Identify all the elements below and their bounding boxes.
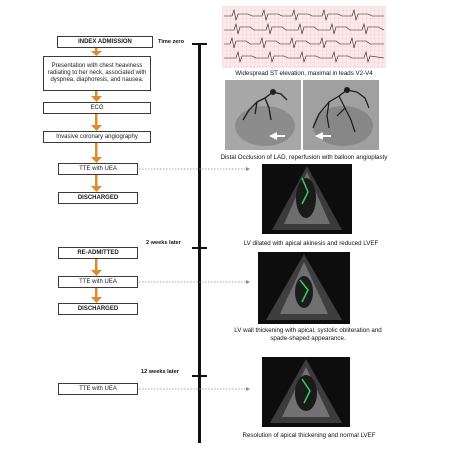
arrow-down-icon: [91, 259, 102, 276]
tte-box-1: TTE with UEA: [58, 163, 138, 175]
timeline-tick-t12w: [192, 375, 207, 377]
timeline-label-12-weeks: 12 weeks later: [141, 369, 179, 375]
angiography-image-reperfusion: [303, 80, 379, 150]
arrow-down-icon: [91, 48, 102, 56]
arrow-down-icon: [91, 91, 102, 102]
ecg-image: [222, 6, 386, 68]
tte-box-2: TTE with UEA: [58, 276, 138, 288]
arrow-down-icon: [91, 143, 102, 163]
discharged-box-1: DISCHARGED: [58, 192, 138, 204]
arrow-down-icon: [91, 288, 102, 303]
arrow-down-icon: [91, 114, 102, 131]
arrow-down-icon: [91, 175, 102, 192]
timeline-tick-t2w: [192, 247, 207, 249]
discharged-box-2: DISCHARGED: [58, 303, 138, 315]
echo-caption-1: LV dilated with apical akinesis and redu…: [243, 240, 379, 247]
angiography-image-occlusion: [225, 80, 301, 150]
angiography-box: Invasive coronary angiography: [43, 131, 151, 143]
angiography-caption: Distal Occlusion of LAD, reperfusion wit…: [220, 154, 388, 161]
echo-caption-3: Resolution of apical thickening and norm…: [242, 432, 376, 439]
echo-image-3: [262, 357, 350, 427]
echo-image-1: [262, 164, 352, 234]
timeline-label-2-weeks: 2 weeks later: [146, 240, 181, 246]
timeline-tick-t0: [192, 43, 207, 45]
tte-box-3: TTE with UEA: [58, 383, 138, 395]
timeline-label-time-zero: Time zero: [158, 39, 185, 45]
echo-image-2: [258, 252, 350, 324]
echo-caption-2: LV wall thickening with apical, systolic…: [234, 327, 382, 342]
readmitted-box: RE-ADMITTED: [58, 247, 138, 259]
ecg-caption: Widespread ST elevation, maximal in lead…: [235, 70, 373, 77]
timeline-axis: [198, 44, 201, 443]
index-admission-box: INDEX ADMISSION: [57, 36, 153, 48]
presentation-box: Presentation with chest heaviness radiat…: [43, 56, 151, 91]
ecg-box: ECG: [43, 102, 151, 114]
